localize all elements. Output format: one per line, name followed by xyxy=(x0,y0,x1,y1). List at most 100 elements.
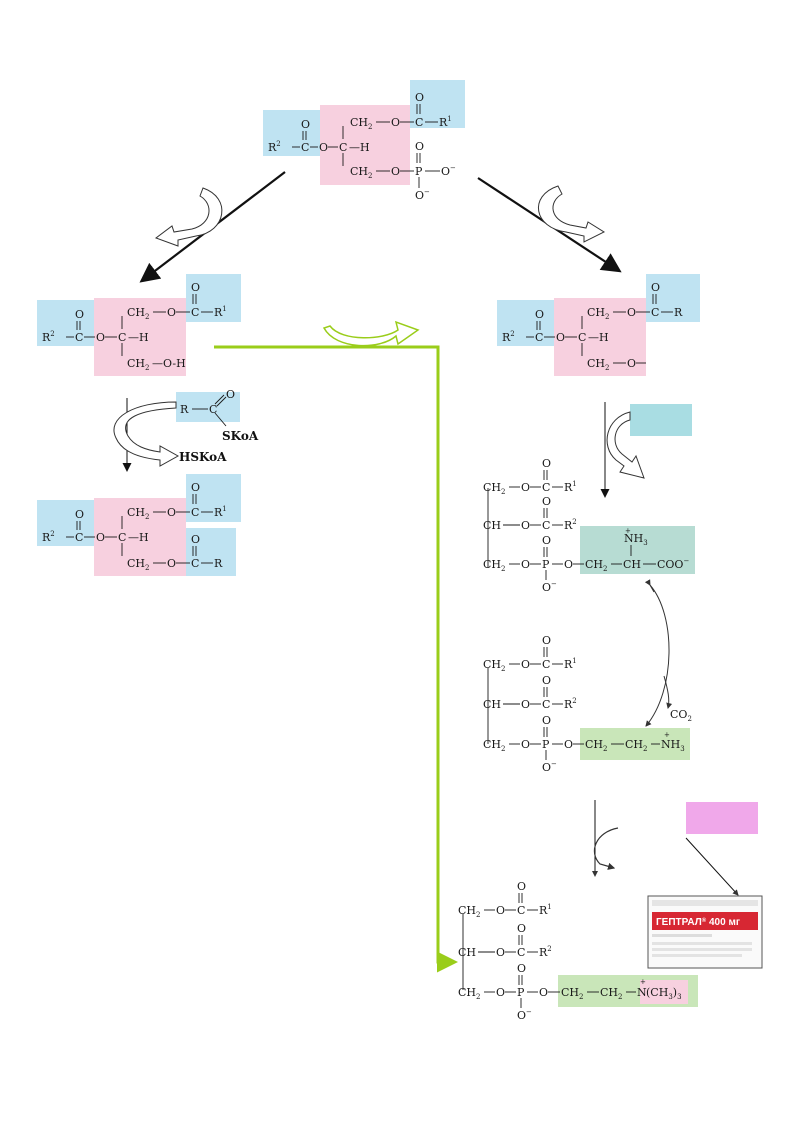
svg-text:O: O xyxy=(535,308,544,321)
svg-text:R2: R2 xyxy=(564,518,577,532)
svg-text:C: C xyxy=(191,306,199,319)
svg-text:C: C xyxy=(191,506,199,519)
svg-text:O−: O− xyxy=(415,188,430,202)
svg-text:+: + xyxy=(625,527,631,535)
r2-label: R xyxy=(268,141,277,154)
triacylglycerol: R2 C O O C —H CH2 O C O R1 CH2 O C O R xyxy=(37,474,241,576)
svg-text:COO−: COO− xyxy=(657,557,689,571)
svg-text:CH: CH xyxy=(623,558,641,571)
svg-text:O: O xyxy=(226,388,235,401)
svg-text:CH2: CH2 xyxy=(127,557,149,572)
svg-text:O: O xyxy=(564,558,573,571)
cofactor-box-2 xyxy=(686,802,758,834)
svg-text:(CH3)3: (CH3)3 xyxy=(646,986,682,1001)
svg-text:R2: R2 xyxy=(268,140,281,154)
svg-text:O: O xyxy=(496,946,505,959)
heptral-drug-box: ГЕПТРАЛ® 400 мг xyxy=(647,895,763,969)
svg-text:C: C xyxy=(542,481,550,494)
svg-text:O: O xyxy=(542,534,551,547)
svg-text:O: O xyxy=(496,904,505,917)
svg-text:CH2: CH2 xyxy=(587,306,609,321)
svg-text:CH2: CH2 xyxy=(587,357,609,372)
pointer-to-drug xyxy=(685,837,739,896)
serine-highlight xyxy=(580,526,695,574)
drug-label-band xyxy=(652,912,758,930)
svg-text:O−: O− xyxy=(542,580,557,594)
svg-text:R: R xyxy=(180,403,189,416)
svg-text:CH2: CH2 xyxy=(561,986,583,1001)
acyl-r1-highlight xyxy=(410,80,465,128)
svg-text:O−: O− xyxy=(441,164,456,178)
curved-arrow-right-1 xyxy=(606,411,645,479)
acyl-coa-step: R C O SKoA HSKoA xyxy=(113,388,259,472)
svg-text:O: O xyxy=(542,674,551,687)
svg-text:CH2: CH2 xyxy=(350,165,372,180)
svg-text:CH2: CH2 xyxy=(350,116,372,131)
svg-text:R1: R1 xyxy=(439,115,452,129)
svg-text:O: O xyxy=(517,962,526,975)
svg-text:CH2: CH2 xyxy=(458,904,480,919)
svg-text:O: O xyxy=(521,481,530,494)
phosphatidylserine: CH2 O C O R1 CH O C O R2 CH2 O P O O− O … xyxy=(483,457,695,594)
cofactor-box-1 xyxy=(630,404,692,436)
svg-text:R1: R1 xyxy=(564,480,577,494)
svg-text:CH2: CH2 xyxy=(127,506,149,521)
svg-text:O: O xyxy=(415,140,424,153)
svg-text:O: O xyxy=(517,880,526,893)
svg-text:—H: —H xyxy=(349,141,370,154)
svg-text:CH: CH xyxy=(458,946,476,959)
svg-text:C: C xyxy=(542,698,550,711)
svg-text:C: C xyxy=(517,946,525,959)
svg-text:CH2: CH2 xyxy=(458,986,480,1001)
svg-text:O−: O− xyxy=(517,1008,532,1022)
svg-text:C: C xyxy=(118,531,126,544)
svg-text:R: R xyxy=(674,306,683,319)
svg-text:CH: CH xyxy=(483,698,501,711)
svg-text:O: O xyxy=(542,714,551,727)
svg-text:O: O xyxy=(391,116,400,129)
c2: C xyxy=(339,141,347,154)
svg-text:CH2: CH2 xyxy=(585,558,607,573)
svg-text:O−: O− xyxy=(542,760,557,774)
svg-text:O: O xyxy=(391,165,400,178)
svg-text:O: O xyxy=(521,698,530,711)
svg-text:R1: R1 xyxy=(564,657,577,671)
svg-text:O: O xyxy=(415,91,424,104)
svg-text:C: C xyxy=(651,306,659,319)
svg-text:R2: R2 xyxy=(564,697,577,711)
svg-text:C: C xyxy=(191,557,199,570)
svg-text:O: O xyxy=(521,558,530,571)
svg-text:C: C xyxy=(118,331,126,344)
svg-text:O: O xyxy=(75,308,84,321)
svg-text:CH2: CH2 xyxy=(585,738,607,753)
svg-text:O: O xyxy=(556,331,565,344)
svg-text:R1: R1 xyxy=(539,903,552,917)
decarboxylation-arrow xyxy=(645,584,670,727)
carbonyl-o: O xyxy=(301,118,310,131)
green-pathway-arrow xyxy=(214,345,458,973)
svg-text:R2: R2 xyxy=(42,530,55,544)
svg-text:O: O xyxy=(521,738,530,751)
svg-text:CH2: CH2 xyxy=(483,558,505,573)
svg-text:NH3: NH3 xyxy=(661,738,685,753)
diacylglycerol-left: R2 C O O C —H CH2 O C O R1 CH2 —O-H xyxy=(37,274,241,376)
svg-text:O: O xyxy=(191,533,200,546)
curved-arrow-methylation xyxy=(594,827,619,870)
svg-text:CH2: CH2 xyxy=(483,658,505,673)
skoa-label: SKoA xyxy=(222,429,259,443)
svg-text:O: O xyxy=(96,531,105,544)
svg-text:C: C xyxy=(535,331,543,344)
svg-text:O: O xyxy=(564,738,573,751)
svg-text:C: C xyxy=(75,331,83,344)
svg-text:R: R xyxy=(214,557,223,570)
svg-text:O: O xyxy=(75,508,84,521)
svg-text:C: C xyxy=(415,116,423,129)
svg-text:O: O xyxy=(539,986,548,999)
svg-text:NH3: NH3 xyxy=(624,532,648,547)
svg-text:R1: R1 xyxy=(214,305,227,319)
glycerol-backbone-highlight xyxy=(320,105,410,185)
green-curved-arrow xyxy=(322,320,420,347)
svg-text:—H: —H xyxy=(128,531,149,544)
phosphatidic-acid: R2 C O O C —H CH2 O C O R1 CH2 O P O O− … xyxy=(263,80,465,202)
svg-text:O: O xyxy=(521,519,530,532)
